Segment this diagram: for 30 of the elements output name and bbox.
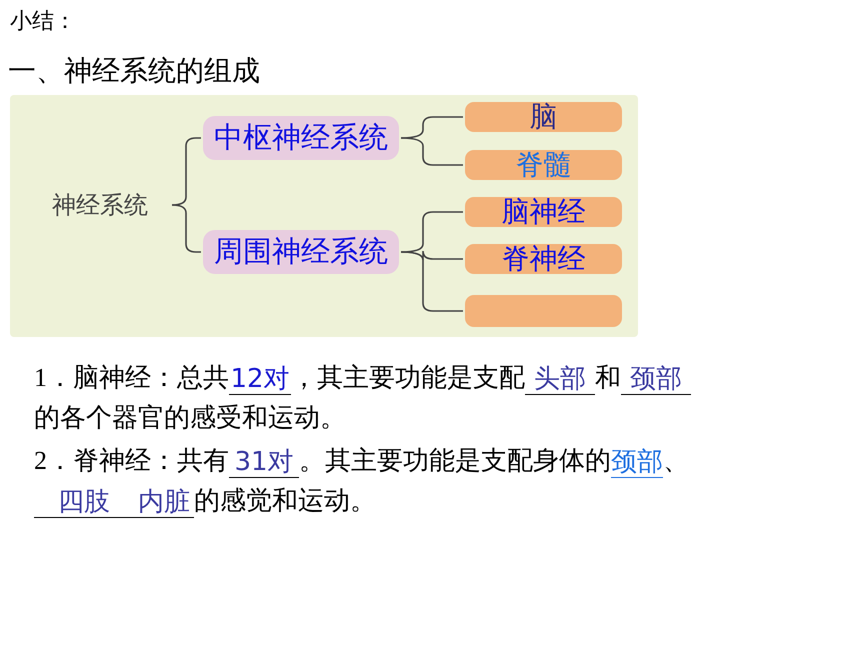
brace-line bbox=[172, 137, 201, 206]
question-text: 2．脊神经：共有 bbox=[34, 445, 229, 477]
question-text: 、 bbox=[663, 445, 689, 477]
answer-blank: 四肢 bbox=[34, 488, 134, 518]
rounded-box: 脑 bbox=[465, 102, 622, 132]
question-text: 和 bbox=[595, 362, 621, 394]
answer-blank: 31对 bbox=[229, 448, 299, 478]
answer-blank: 颈部 bbox=[611, 448, 663, 478]
heading-label: 小结： bbox=[10, 8, 76, 36]
brace-line bbox=[400, 116, 463, 139]
answer-blank: 颈部 bbox=[621, 365, 691, 395]
rounded-box: 脊髓 bbox=[465, 150, 622, 180]
rounded-box: 脑神经 bbox=[465, 197, 622, 227]
term-label: 神经系统 bbox=[30, 185, 170, 225]
question-text: 1．脑神经：总共 bbox=[34, 362, 229, 394]
answer-blank: 内脏 bbox=[134, 488, 194, 518]
answer-blank: 头部 bbox=[525, 365, 595, 395]
answer-blank: 12对 bbox=[229, 365, 291, 395]
question-text: 的感觉和运动。 bbox=[194, 485, 376, 517]
highlighted-term: 周围神经系统 bbox=[203, 230, 399, 274]
brace-line bbox=[172, 204, 201, 253]
question-text: 的各个器官的感受和运动。 bbox=[34, 402, 346, 434]
rounded-box bbox=[465, 295, 622, 327]
section-title: 一、神经系统的组成 bbox=[8, 53, 260, 89]
highlighted-term: 中枢神经系统 bbox=[203, 116, 399, 160]
question-text: ，其主要功能是支配 bbox=[291, 362, 525, 394]
brace-line bbox=[400, 137, 463, 166]
question-text: 。其主要功能是支配身体的 bbox=[299, 445, 611, 477]
rounded-box: 脊神经 bbox=[465, 244, 622, 274]
brace-line bbox=[400, 251, 463, 312]
